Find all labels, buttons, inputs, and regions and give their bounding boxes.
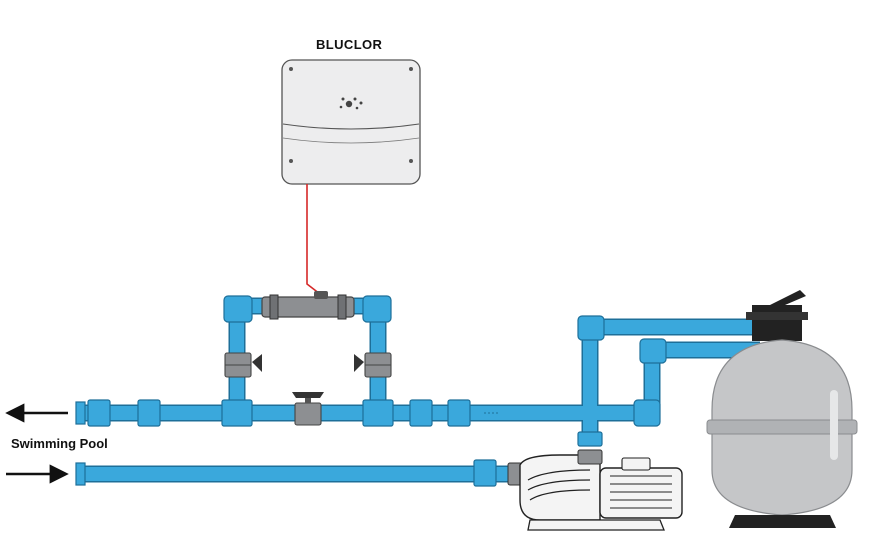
logo-dots-icon: [339, 97, 363, 110]
bypass-valve-right: [354, 352, 392, 378]
pipe-fittings: [75, 295, 667, 487]
controller-box: [281, 59, 421, 185]
main-line-valve: [292, 392, 324, 426]
bypass-valve-left: [224, 352, 262, 378]
controller-title: BLUCLOR: [316, 37, 383, 52]
pipe-network: [78, 297, 760, 483]
swimming-pool-label: Swimming Pool: [11, 436, 108, 451]
sand-filter: [706, 290, 858, 528]
pump: [507, 449, 683, 531]
power-cable: [306, 184, 321, 295]
electrolytic-cell: [261, 291, 355, 320]
